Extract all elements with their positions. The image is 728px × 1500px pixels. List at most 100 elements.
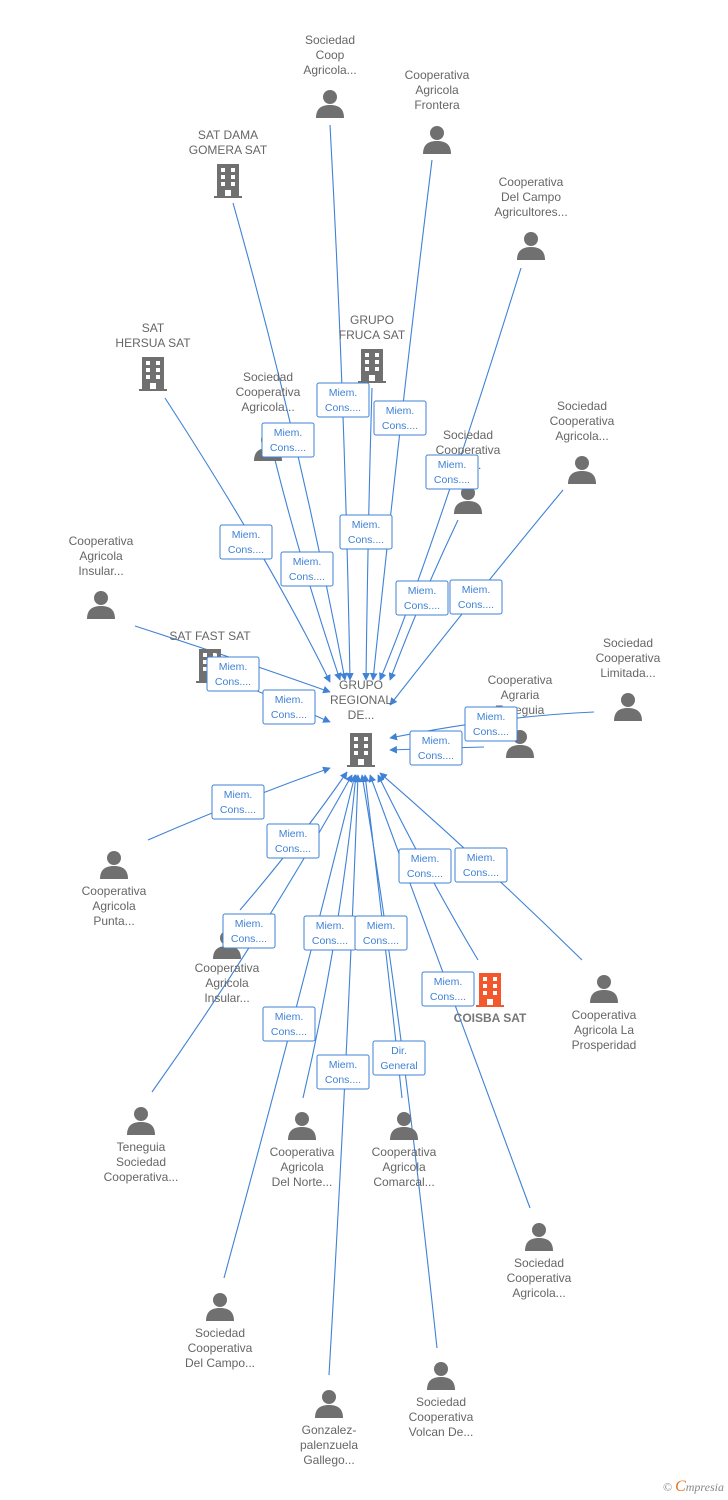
relation-badge-text: Cons.... bbox=[220, 804, 256, 816]
relation-badge-text: Miem. bbox=[352, 519, 381, 531]
relation-badge[interactable]: Miem. Cons.... bbox=[262, 689, 316, 725]
building-icon bbox=[358, 349, 386, 383]
relation-badge[interactable]: Miem.Cons.... bbox=[261, 422, 315, 458]
relation-badge[interactable]: Miem.Cons.... bbox=[211, 784, 265, 820]
node-label-line: Cooperativa bbox=[270, 1145, 335, 1159]
node-coop-insular-2[interactable]: CooperativaAgricolaInsular... bbox=[195, 931, 260, 1005]
relation-badge-box bbox=[454, 847, 508, 883]
relation-badge[interactable]: Miem.Cons.... bbox=[222, 913, 276, 949]
relation-badge[interactable]: Miem.Cons.... bbox=[266, 823, 320, 859]
relation-badge-text: Miem. bbox=[329, 387, 358, 399]
relation-badge-box bbox=[425, 454, 479, 490]
relation-badge-text: Miem. bbox=[274, 427, 303, 439]
relation-badge[interactable]: Miem.Cons.... bbox=[395, 580, 449, 616]
node-label-line: Sociedad bbox=[243, 370, 293, 384]
node-coop-insular-1[interactable]: CooperativaAgricolaInsular... bbox=[69, 534, 134, 619]
node-soc-coop-agric-3[interactable]: SociedadCooperativaAgricola... bbox=[507, 1223, 572, 1300]
node-label-line: Cooperativa bbox=[188, 1341, 253, 1355]
node-label-line: Sociedad bbox=[195, 1326, 245, 1340]
node-label-line: Agricola... bbox=[512, 1286, 565, 1300]
relation-badge-text: Cons.... bbox=[271, 709, 307, 721]
relation-badge[interactable]: Miem.Cons.... bbox=[339, 514, 393, 550]
relation-badge[interactable]: Miem.Cons.... bbox=[206, 656, 260, 692]
node-soc-coop-agric-1[interactable]: SociedadCooperativaAgricola... bbox=[236, 370, 301, 461]
node-label-line: Agricola... bbox=[241, 400, 294, 414]
node-label-line: Comarcal... bbox=[373, 1175, 434, 1189]
node-label-line: Cooperativa bbox=[372, 1145, 437, 1159]
relation-badge-text: Cons.... bbox=[271, 1026, 307, 1038]
relation-badge[interactable]: Miem.Cons.... bbox=[425, 454, 479, 490]
relation-badge[interactable]: Miem.Cons.... bbox=[303, 915, 357, 951]
node-coop-punta[interactable]: CooperativaAgricolaPunta... bbox=[82, 851, 147, 928]
brand-footer: © Cmpresia bbox=[663, 1478, 724, 1496]
node-label-line: Agricola bbox=[415, 83, 459, 97]
node-label-line: Agricola La bbox=[574, 1023, 634, 1037]
node-sociedad-coop-top[interactable]: SociedadCoopAgricola... bbox=[303, 33, 357, 118]
relation-badge[interactable]: Miem.Cons.... bbox=[280, 551, 334, 587]
node-label-line: Limitada... bbox=[600, 666, 655, 680]
relation-badge[interactable]: Miem.Cons.... bbox=[354, 915, 408, 951]
relation-badge-text: Cons.... bbox=[325, 1074, 361, 1086]
brand-logo-letter: C bbox=[675, 1478, 686, 1495]
relation-badge[interactable]: Miem.Cons.... bbox=[409, 730, 463, 766]
relation-badge-text: Miem. bbox=[232, 529, 261, 541]
node-soc-coop-limitada[interactable]: SociedadCooperativaLimitada... bbox=[596, 636, 661, 721]
center-node-grupo-regional[interactable]: GRUPOREGIONALDE... bbox=[330, 678, 392, 767]
node-soc-coop-agric-2[interactable]: SociedadCooperativaAgricola... bbox=[550, 399, 615, 484]
person-icon bbox=[87, 591, 115, 619]
relation-badge[interactable]: Dir.General bbox=[372, 1040, 426, 1076]
relation-badge-text: Cons.... bbox=[382, 420, 418, 432]
relation-badge-text: Miem. bbox=[329, 1059, 358, 1071]
relation-badge[interactable]: Miem.Cons.... bbox=[373, 400, 427, 436]
node-gonzalez[interactable]: Gonzalez-palenzuelaGallego... bbox=[300, 1390, 358, 1467]
relation-badge[interactable]: Miem. Cons.... bbox=[316, 1054, 370, 1090]
node-label-line: Del Norte... bbox=[272, 1175, 333, 1189]
node-coop-comarcal[interactable]: CooperativaAgricolaComarcal... bbox=[372, 1112, 437, 1189]
node-label-line: Agricola bbox=[280, 1160, 324, 1174]
node-label-line: Gallego... bbox=[303, 1453, 354, 1467]
relation-badge-text: Cons.... bbox=[407, 868, 443, 880]
node-label-line: Cooperativa bbox=[488, 673, 553, 687]
relation-badge[interactable]: Miem. Cons.... bbox=[398, 848, 452, 884]
relation-badge[interactable]: Miem.Cons.... bbox=[449, 579, 503, 615]
relation-badge-text: Miem. bbox=[411, 853, 440, 865]
node-coisba[interactable]: COISBA SAT bbox=[454, 973, 527, 1025]
relation-badge[interactable]: Miem.Cons.... bbox=[421, 971, 475, 1007]
relation-badge-box bbox=[409, 730, 463, 766]
relation-badge[interactable]: Miem.Cons.... bbox=[464, 706, 518, 742]
building-icon bbox=[347, 733, 375, 767]
relation-badge-box bbox=[316, 382, 370, 418]
person-icon bbox=[390, 1112, 418, 1140]
node-label-line: Sociedad bbox=[416, 1395, 466, 1409]
node-teneguia[interactable]: TeneguiaSociedadCooperativa... bbox=[104, 1107, 179, 1184]
node-label-line: Cooperativa bbox=[596, 651, 661, 665]
node-sat-fast[interactable]: SAT FAST SAT bbox=[169, 629, 251, 683]
relation-badge[interactable]: Miem.Cons.... bbox=[219, 524, 273, 560]
relation-badge-box bbox=[421, 971, 475, 1007]
relation-badge-text: Cons.... bbox=[325, 402, 361, 414]
center-node-label-line: REGIONAL bbox=[330, 693, 392, 707]
relation-badge-text: Miem. bbox=[275, 694, 304, 706]
relation-badge[interactable]: Miem.Cons.... bbox=[454, 847, 508, 883]
relation-badge[interactable]: Miem. Cons.... bbox=[316, 382, 370, 418]
relation-badge[interactable]: Miem.Cons.... bbox=[262, 1006, 316, 1042]
node-label-line: Sociedad bbox=[603, 636, 653, 650]
relation-badge-text: Cons.... bbox=[458, 599, 494, 611]
node-label-line: Gonzalez- bbox=[302, 1423, 357, 1437]
node-label-line: Cooperativa bbox=[499, 175, 564, 189]
relation-badge-box bbox=[372, 1040, 426, 1076]
relation-badge-text: Miem. bbox=[367, 920, 396, 932]
copyright-symbol: © bbox=[662, 1480, 673, 1494]
node-label-line: Sociedad bbox=[116, 1155, 166, 1169]
node-label-line: Sociedad bbox=[443, 428, 493, 442]
